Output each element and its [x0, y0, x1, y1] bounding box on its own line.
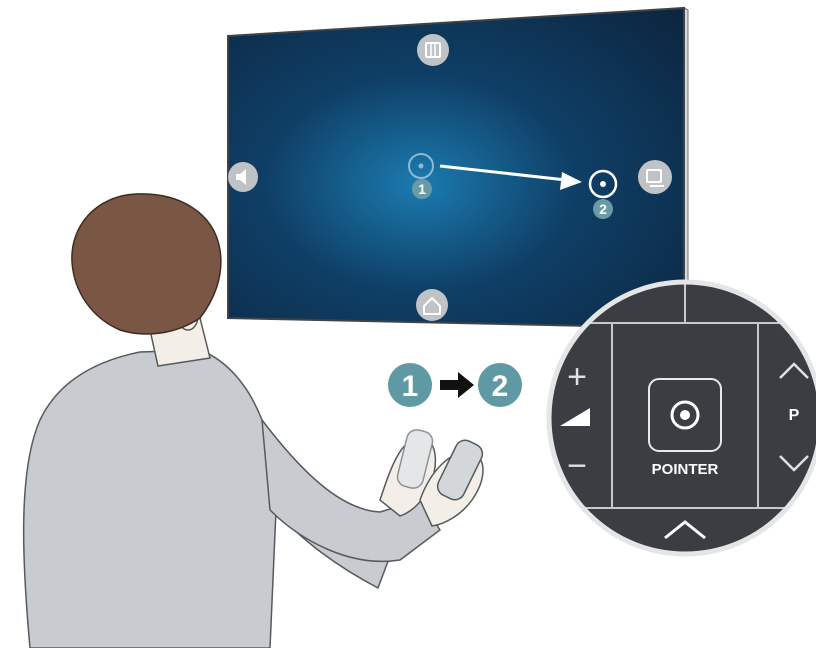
step-arrow-icon	[458, 372, 474, 398]
pointer-label: POINTER	[652, 461, 719, 478]
right-source-icon[interactable]	[638, 160, 672, 194]
bottom-home-icon[interactable]	[416, 289, 448, 321]
pointer-end-label: 2	[599, 201, 607, 217]
channel-label: P	[789, 407, 800, 424]
left-volume-icon[interactable]	[228, 162, 258, 192]
volume-up-button[interactable]: +	[567, 358, 587, 396]
pointer-start-label: 1	[418, 181, 426, 197]
step-indicator: 1 2	[388, 363, 522, 407]
volume-down-button[interactable]: −	[567, 447, 587, 485]
step-two-label: 2	[492, 370, 509, 403]
pointer-button[interactable]	[649, 379, 721, 451]
tv-set: 1 2	[228, 8, 688, 328]
top-menu-icon[interactable]	[417, 34, 449, 66]
step-one-label: 1	[402, 370, 419, 403]
